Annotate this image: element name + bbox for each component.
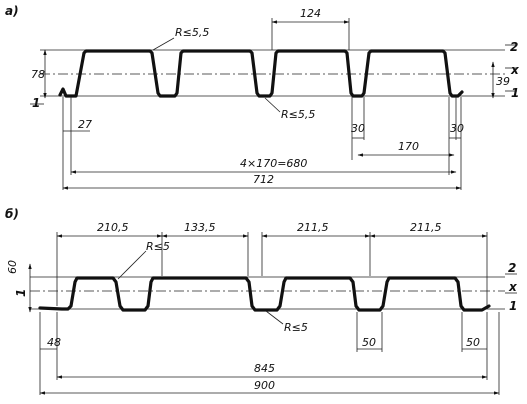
dim-top2-b: 133,5 — [184, 221, 216, 234]
diagram-a: a) 78 1 39 2 x 1 R≤5,5 R≤5,5 124 — [5, 4, 520, 190]
dim-bottom2-b: 50 — [466, 336, 480, 349]
marker-axis-b: x — [508, 280, 518, 294]
dim-height-a: 78 — [31, 68, 45, 81]
marker-top-b: 2 — [508, 261, 516, 275]
dim-bottom1-a: 30 — [351, 122, 365, 135]
marker-left-a: 1 — [32, 96, 40, 110]
panel-label-a: a) — [5, 4, 19, 18]
dim-top4-b: 211,5 — [410, 221, 442, 234]
dim-pitch-a: 170 — [398, 140, 419, 153]
dim-total-a: 712 — [253, 173, 274, 186]
leader-radius-top-a — [152, 37, 175, 51]
dim-axis-offset-a: 39 — [496, 75, 510, 88]
radius-top-a: R≤5,5 — [175, 26, 209, 39]
dim-end-b: 48 — [47, 336, 61, 349]
marker-axis-a: x — [510, 63, 520, 77]
dim-end-a: 27 — [78, 118, 92, 131]
marker-bottom-a: 1 — [511, 86, 519, 100]
panel-label-b: б) — [5, 207, 19, 221]
dim-inner-b: 845 — [254, 362, 275, 375]
marker-bottom-b: 1 — [509, 299, 517, 313]
leader-radius-bottom-b — [265, 310, 284, 325]
dim-bottom1-b: 50 — [362, 336, 376, 349]
dim-pitch-total-a: 4×170=680 — [240, 157, 307, 170]
dim-top3-b: 211,5 — [297, 221, 329, 234]
dim-top1-b: 210,5 — [97, 221, 129, 234]
dim-height-b: 60 — [6, 260, 19, 274]
dim-total-b: 900 — [254, 379, 275, 392]
radius-top-b: R≤5 — [146, 240, 170, 253]
leader-radius-top-b — [117, 250, 147, 280]
leader-radius-bottom-a — [264, 97, 281, 113]
profile-a — [58, 49, 464, 98]
dim-bottom2-a: 30 — [450, 122, 464, 135]
diagram-b: б) 60 1 2 x 1 210,5 133,5 211,5 211,5 — [5, 207, 518, 395]
radius-bottom-a: R≤5,5 — [281, 108, 315, 121]
profile-b — [38, 276, 491, 312]
radius-bottom-b: R≤5 — [284, 321, 308, 334]
marker-left-b: 1 — [14, 289, 28, 297]
marker-top-a: 2 — [510, 40, 518, 54]
dim-rib-width-a: 124 — [300, 7, 321, 20]
